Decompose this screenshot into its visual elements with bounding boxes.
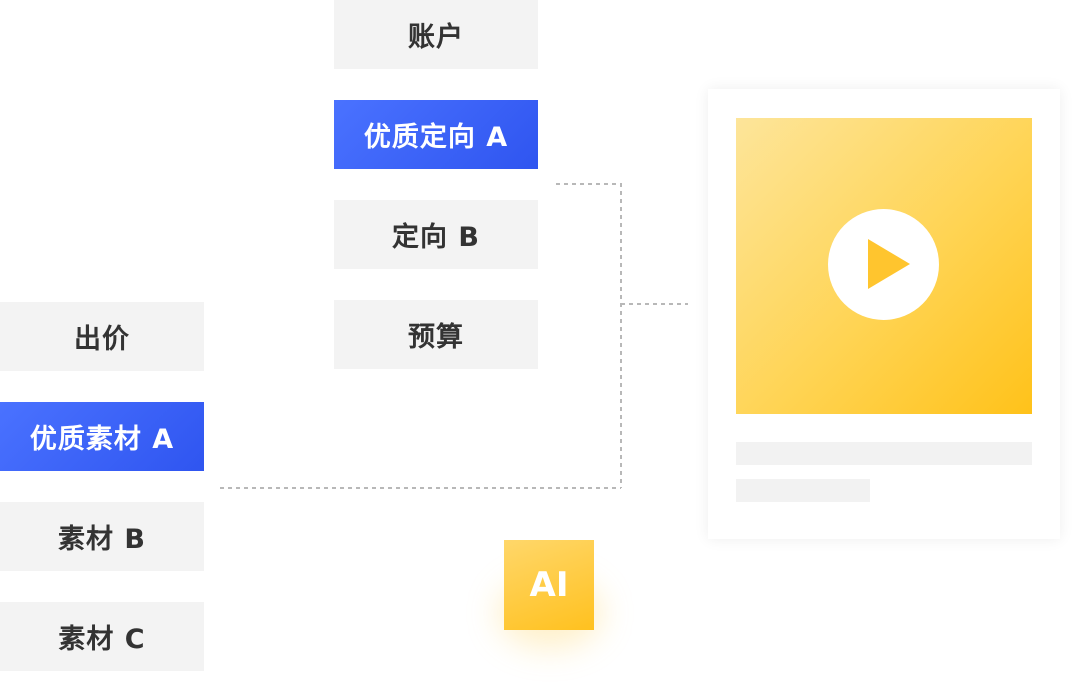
text-placeholder-line: [736, 442, 1032, 465]
material-a-box: 优质素材 A: [0, 402, 204, 471]
ai-badge: AI: [504, 540, 594, 630]
text-placeholder-line-short: [736, 479, 870, 502]
connector-targeting-a: [556, 183, 622, 488]
bid-box: 出价: [0, 302, 204, 371]
account-box: 账户: [334, 0, 538, 69]
material-c-box: 素材 C: [0, 602, 204, 671]
material-b-box: 素材 B: [0, 502, 204, 571]
video-ad-card: [708, 89, 1060, 539]
budget-box: 预算: [334, 300, 538, 369]
play-icon: [868, 239, 910, 289]
play-button[interactable]: [828, 209, 939, 320]
targeting-a-box: 优质定向 A: [334, 100, 538, 169]
video-thumbnail: [736, 118, 1032, 414]
targeting-b-box: 定向 B: [334, 200, 538, 269]
